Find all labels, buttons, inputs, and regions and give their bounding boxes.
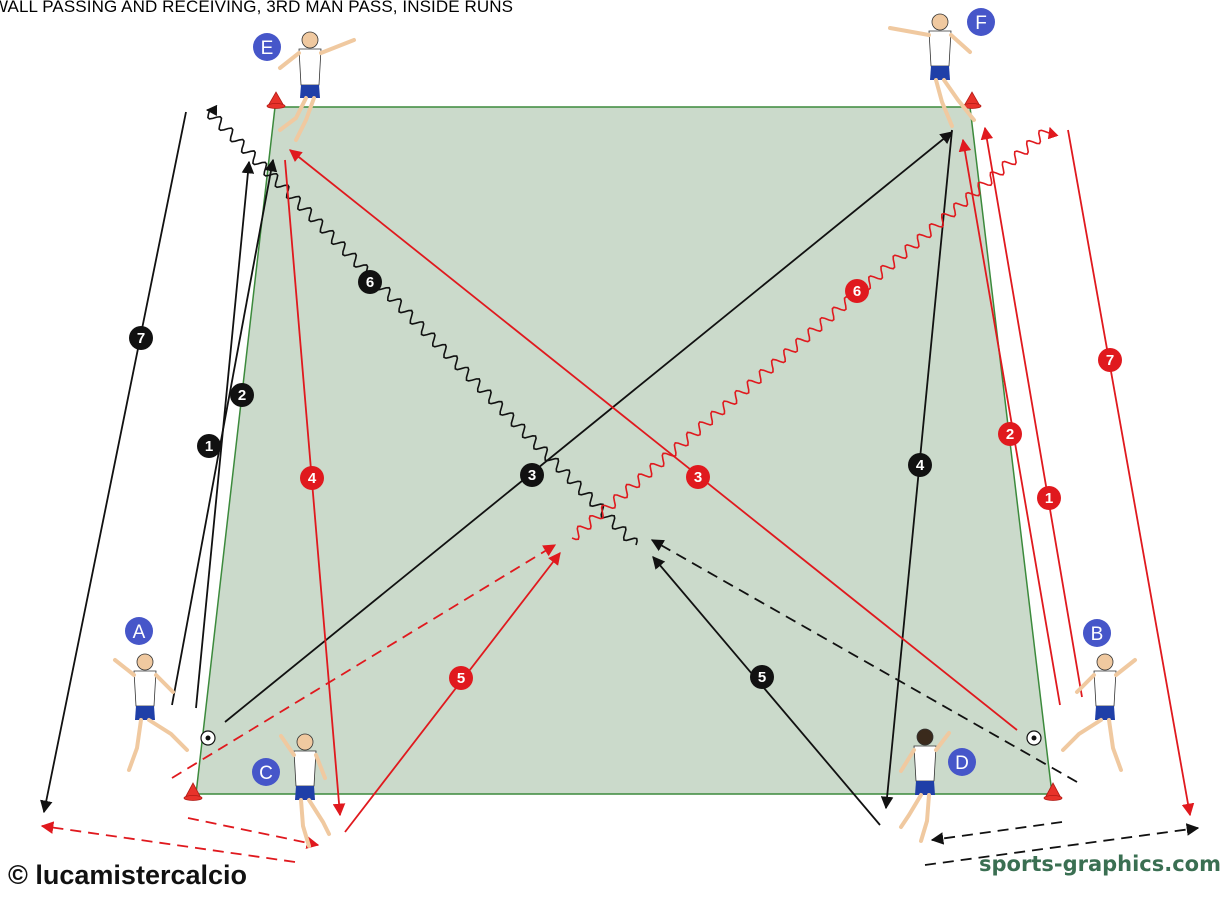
brand-watermark: sports-graphics.com: [979, 852, 1221, 876]
player-figure-b: [1061, 653, 1137, 772]
red-pass-arrows: [284, 126, 1195, 833]
player-figure-d: [899, 728, 951, 843]
svg-text:F: F: [975, 13, 987, 34]
step-badge: 4: [300, 466, 324, 490]
svg-text:6: 6: [366, 274, 374, 291]
ball-icon: [1026, 730, 1042, 746]
player-figure-e: [278, 31, 356, 142]
ball-icon: [200, 730, 216, 746]
player-badge-d: D: [948, 748, 976, 776]
svg-text:C: C: [259, 763, 273, 784]
cone-icon: [1043, 782, 1063, 801]
black-dribble-arrow-wavy: [205, 104, 638, 546]
svg-text:4: 4: [916, 457, 925, 474]
svg-text:D: D: [955, 753, 969, 774]
player-badge-e: E: [253, 33, 281, 61]
player-badge-a: A: [125, 617, 153, 645]
player-figure-f: [888, 13, 976, 128]
step-badge: 5: [750, 665, 774, 689]
player-badge-b: B: [1083, 619, 1111, 647]
svg-text:2: 2: [1006, 426, 1014, 443]
copyright-text: © lucamistercalcio: [8, 860, 248, 890]
step-badge: 3: [520, 463, 544, 487]
player-figure-c: [279, 733, 331, 848]
step-badge: 5: [449, 666, 473, 690]
svg-text:7: 7: [137, 330, 145, 347]
svg-text:B: B: [1091, 624, 1104, 645]
step-badge: 4: [908, 453, 932, 477]
svg-text:1: 1: [1045, 490, 1053, 507]
step-badge: 6: [845, 279, 869, 303]
step-badge: 3: [686, 465, 710, 489]
cone-icon: [183, 782, 203, 801]
step-badge: 7: [1098, 348, 1122, 372]
svg-text:A: A: [133, 622, 146, 643]
player-badge-f: F: [967, 8, 995, 36]
player-figure-a: [113, 653, 189, 772]
diagram-title: WALL PASSING AND RECEIVING, 3RD MAN PASS…: [0, 0, 514, 16]
svg-text:6: 6: [853, 283, 861, 300]
step-badges-red: 1 2 3 4 5 6 7: [300, 279, 1122, 690]
step-badge: 1: [1037, 486, 1061, 510]
step-badge: 1: [197, 434, 221, 458]
svg-text:3: 3: [528, 467, 536, 484]
svg-text:7: 7: [1106, 352, 1114, 369]
svg-text:1: 1: [205, 438, 213, 455]
step-badges-black: 1 2 3 4 5 6 7: [129, 270, 932, 689]
svg-text:3: 3: [694, 469, 702, 486]
svg-text:5: 5: [457, 670, 465, 687]
svg-text:5: 5: [758, 669, 766, 686]
step-badge: 2: [998, 422, 1022, 446]
step-badge: 6: [358, 270, 382, 294]
cone-icon: [962, 91, 982, 109]
step-badge: 7: [129, 326, 153, 350]
step-badge: 2: [230, 383, 254, 407]
red-run-arrows-dashed: [40, 544, 557, 863]
field-area: [195, 106, 1053, 795]
player-badge-c: C: [252, 758, 280, 786]
svg-text:E: E: [261, 38, 274, 59]
black-pass-arrows: [40, 111, 953, 826]
red-dribble-arrow-wavy: [571, 126, 1059, 541]
svg-text:4: 4: [308, 470, 317, 487]
cone-icon: [266, 91, 286, 109]
black-run-arrows-dashed: [650, 539, 1200, 866]
svg-text:2: 2: [238, 387, 246, 404]
